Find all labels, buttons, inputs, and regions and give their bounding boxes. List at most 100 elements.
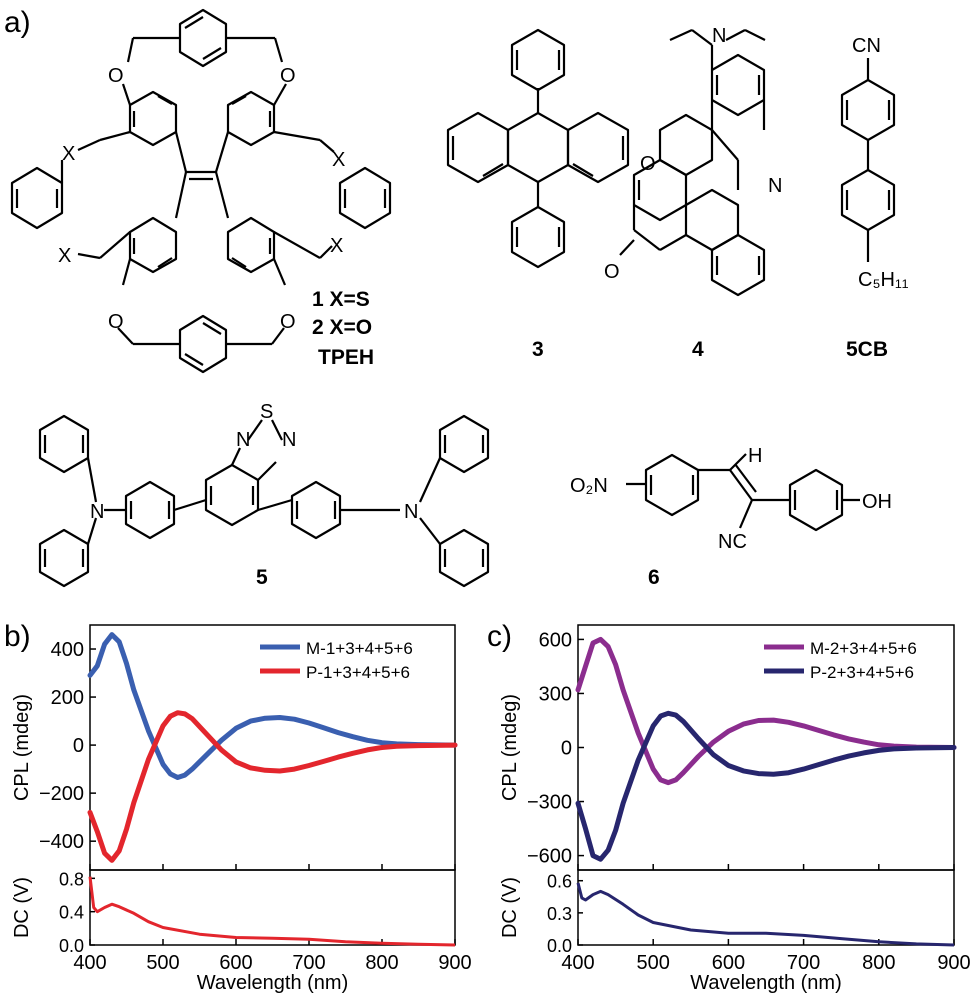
- cpl-ytick-label-4: 400: [51, 639, 84, 661]
- xtick-label-3: 700: [787, 952, 820, 974]
- atom-n-c5-3: N: [282, 429, 296, 451]
- compound-label-6: 6: [648, 566, 660, 589]
- atom-o2n: O₂N: [570, 475, 608, 497]
- bottom-ring: [178, 314, 228, 374]
- atom-s-c5: S: [260, 401, 273, 423]
- dc-ylabel: DC (V): [11, 877, 33, 938]
- xtick-label-5: 900: [438, 952, 471, 974]
- atom-oh: OH: [862, 491, 892, 513]
- lower-left-aryl-ring: [128, 216, 178, 274]
- dc-ylabel: DC (V): [499, 877, 521, 938]
- compound-label-5: 5: [256, 566, 268, 589]
- compound-label-4: 4: [692, 338, 704, 361]
- left-benzene-ring: [10, 166, 64, 230]
- atom-o-1: O: [108, 65, 124, 87]
- anthracene-center-ring: [506, 111, 570, 184]
- xtick-label-0: 400: [73, 952, 106, 974]
- atom-o-4: O: [280, 311, 296, 333]
- compound-label-5cb: 5CB: [846, 338, 889, 361]
- atom-n-c5-2: N: [236, 429, 250, 451]
- panel-label-a: a): [4, 6, 31, 39]
- c6-phenol-ring: [788, 468, 844, 532]
- c5-tl-phenyl: [38, 414, 90, 474]
- 5cb-bottom-ring: [840, 168, 896, 232]
- xtick-label-2: 600: [712, 952, 745, 974]
- legend-label-1: P-1+3+4+5+6: [306, 663, 410, 682]
- atom-x-2: X: [332, 149, 345, 171]
- xlabel: Wavelength (nm): [690, 972, 842, 994]
- xtick-label-1: 500: [146, 952, 179, 974]
- legend-label-0: M-1+3+4+5+6: [306, 639, 413, 658]
- atom-n-c5-4: N: [404, 501, 418, 523]
- cpl-series-0: [575, 636, 957, 786]
- atom-x-4: X: [330, 235, 343, 257]
- cpl-series-0: [87, 632, 458, 780]
- cpl-ytick-label-2: 0: [73, 735, 84, 757]
- cpl-ytick-label-1: −300: [527, 792, 572, 814]
- atom-o-3: O: [108, 311, 124, 333]
- cpl-series-1: [575, 710, 957, 862]
- atom-nc: NC: [718, 531, 747, 553]
- anthracene-bottom-phenyl: [510, 205, 566, 269]
- atom-n-nr: N: [712, 25, 726, 47]
- xtick-label-1: 500: [637, 952, 670, 974]
- c5-center-ring: [204, 463, 260, 527]
- atom-o-nr2: O: [604, 261, 620, 283]
- c6-nitrophenyl-ring: [644, 453, 700, 517]
- nile-red-ring-a: [710, 53, 766, 117]
- panel-label-c: c): [487, 620, 512, 653]
- legend-label-0: M-2+3+4+5+6: [810, 639, 917, 658]
- compound-label-1: 1 X=S: [312, 288, 370, 311]
- xtick-label-2: 600: [219, 952, 252, 974]
- atom-n-nr2: N: [768, 175, 782, 197]
- dc-ytick-label-0: 0.0: [59, 936, 84, 956]
- cpl-ylabel: CPL (mdeg): [11, 694, 33, 801]
- lower-right-aryl-ring: [226, 216, 276, 274]
- right-benzene-ring: [338, 166, 392, 230]
- chemical-structures: O O X X X X O O N O N O CN C₅H₁₁ N N S N…: [10, 8, 909, 588]
- top-benzene-ring: [178, 8, 228, 68]
- nile-red-ring-d: [684, 188, 740, 252]
- upper-left-aryl-ring: [128, 90, 178, 147]
- c5-right-phenyl: [290, 480, 342, 540]
- nile-red-ring-e: [710, 233, 766, 297]
- compound-label-tpeh: TPEH: [318, 346, 375, 369]
- atom-o-2: O: [280, 65, 296, 87]
- dc-plot-frame: [577, 869, 955, 946]
- dc-ytick-label-1: 0.4: [59, 903, 84, 923]
- c5-bl-phenyl: [38, 528, 90, 588]
- dc-ytick-label-2: 0.6: [547, 872, 572, 892]
- cpl-ytick-label-0: −600: [527, 846, 572, 868]
- nile-red-ring-b: [658, 113, 714, 177]
- 5cb-top-ring: [840, 78, 896, 142]
- nile-red-ring-c: [632, 158, 688, 222]
- atom-cn: CN: [852, 35, 881, 57]
- xtick-label-4: 800: [862, 952, 895, 974]
- compound-label-2: 2 X=O: [312, 316, 373, 339]
- anthracene-right-ring: [566, 111, 630, 184]
- atom-h: H: [748, 445, 762, 467]
- cpl-series-1: [87, 710, 458, 863]
- cpl-ytick-label-2: 0: [561, 738, 572, 760]
- atom-x-1: X: [62, 143, 75, 165]
- cpl-ytick-label-1: −200: [39, 783, 84, 805]
- c5-br-phenyl: [438, 528, 490, 588]
- dc-ytick-label-2: 0.8: [59, 869, 84, 889]
- cpl-ytick-label-0: −400: [39, 831, 84, 853]
- xtick-label-0: 400: [561, 952, 594, 974]
- xtick-label-3: 700: [292, 952, 325, 974]
- dc-series-0: [88, 876, 456, 947]
- atom-x-3: X: [58, 245, 71, 267]
- anthracene-top-phenyl: [510, 28, 566, 92]
- atom-o-nr: O: [640, 153, 656, 175]
- atom-c5h11: C₅H₁₁: [858, 269, 909, 291]
- dc-ytick-label-0: 0.0: [547, 936, 572, 956]
- anthracene-left-ring: [446, 111, 510, 184]
- c5-tr-phenyl: [438, 414, 490, 474]
- dc-ytick-label-1: 0.3: [547, 904, 572, 924]
- compound-label-3: 3: [532, 338, 544, 361]
- legend-label-1: P-2+3+4+5+6: [810, 663, 914, 682]
- xtick-label-5: 900: [937, 952, 970, 974]
